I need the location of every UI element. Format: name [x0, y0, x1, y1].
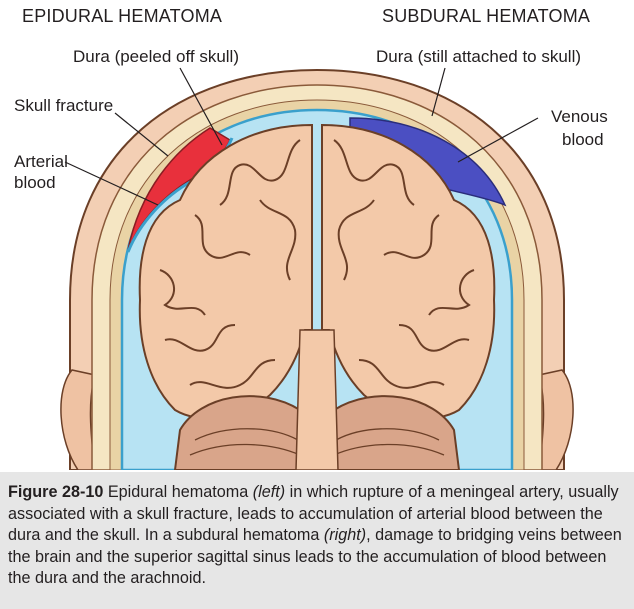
- caption-text-1: Epidural hematoma: [103, 483, 253, 501]
- skull-fracture-label: Skull fracture: [14, 96, 114, 115]
- caption-right: (right): [323, 526, 367, 544]
- subdural-header: SUBDURAL HEMATOMA: [382, 6, 591, 26]
- left-side-tissue: [60, 369, 96, 470]
- left-hemisphere: [138, 123, 313, 420]
- right-gyri: [333, 139, 475, 389]
- caption-text-2: in which rupture of a meningeal artery, …: [8, 483, 619, 544]
- right-hemisphere: [321, 123, 496, 420]
- hematoma-illustration: [60, 67, 574, 470]
- brainstem: [295, 329, 339, 470]
- figure-number: Figure 28-10: [8, 483, 104, 501]
- arterial-blood-label-2: blood: [14, 173, 56, 192]
- epidural-header: EPIDURAL HEMATOMA: [22, 6, 223, 26]
- figure-caption: Figure 28-10 Epidural hematoma (left) in…: [8, 482, 628, 590]
- right-side-tissue: [538, 369, 574, 470]
- venous-blood-label-2: blood: [562, 130, 604, 149]
- cerebellum-folia: [189, 428, 445, 456]
- arterial-blood-label-1: Arterial: [14, 152, 68, 171]
- dura-attached-label: Dura (still attached to skull): [376, 47, 582, 66]
- dura-peeled-label: Dura (peeled off skull): [73, 47, 239, 66]
- caption-text-3: , damage to bridging veins between the b…: [8, 526, 622, 587]
- left-gyri: [159, 139, 301, 389]
- caption-box: Figure 28-10 Epidural hematoma (left) in…: [0, 472, 634, 609]
- pointer-lines: [64, 67, 539, 206]
- caption-left: (left): [252, 483, 286, 501]
- venous-blood-label-1: Venous: [551, 107, 608, 126]
